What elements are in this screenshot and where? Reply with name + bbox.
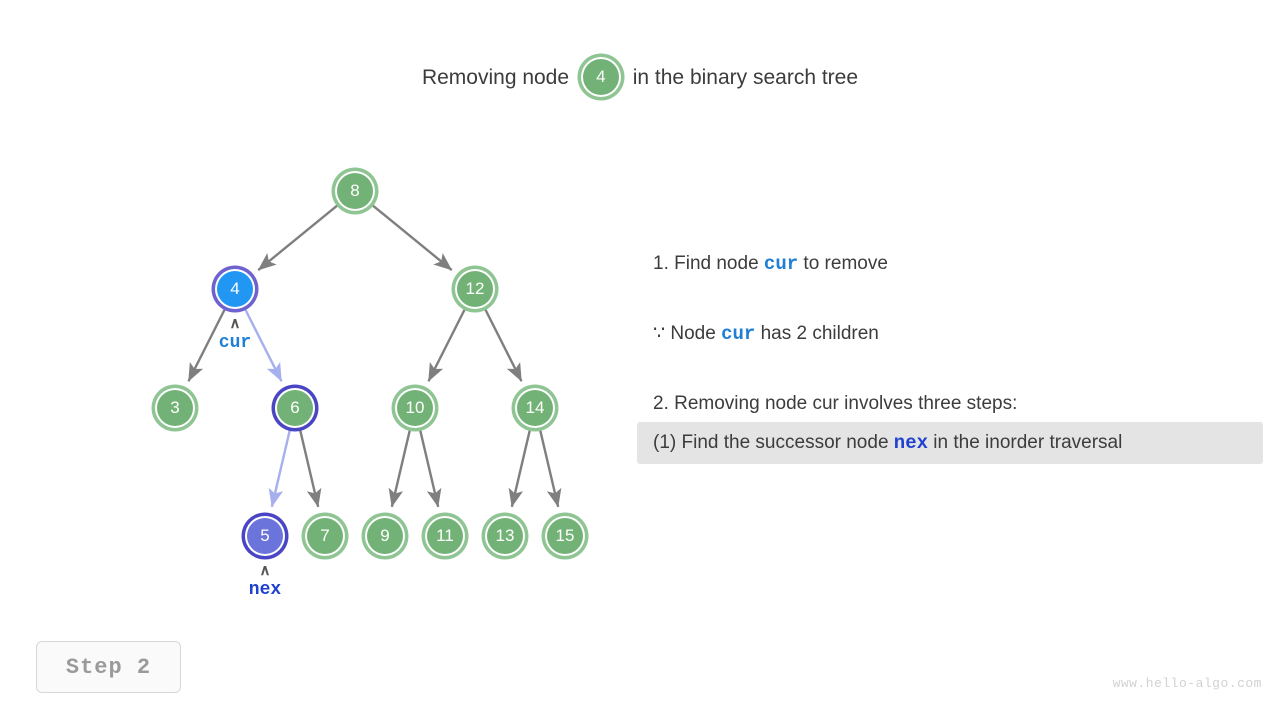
keyword-nex: nex	[893, 432, 929, 454]
tree-node-9[interactable]: 9	[365, 516, 405, 556]
tree-edge	[371, 203, 453, 271]
tree-node-12[interactable]: 12	[455, 269, 495, 309]
tree-edge	[257, 203, 339, 271]
tree-edge	[483, 308, 523, 382]
step-badge: Step 2	[36, 641, 181, 693]
tree-edge	[187, 308, 227, 382]
tree-node-11[interactable]: 11	[425, 516, 465, 556]
explanation-line-1-part-a: 1. Find node	[653, 253, 764, 274]
explanation-line-4-part-a: (1) Find the successor node	[653, 432, 894, 453]
explanation-line-1-part-b: to remove	[798, 253, 888, 274]
tree-edge	[538, 429, 562, 508]
pointer-name-nex: nex	[248, 580, 282, 600]
explanation-line-2-part-b: has 2 children	[755, 323, 879, 344]
explanation-line-2-part-a: ∵ Node	[653, 323, 722, 344]
caret-up-icon: ∧	[229, 315, 241, 332]
tree-node-8[interactable]: 8	[335, 171, 375, 211]
watermark: www.hello-algo.com	[1112, 676, 1262, 691]
caret-up-icon: ∧	[259, 562, 271, 579]
explanation-line-3: 2. Removing node cur involves three step…	[653, 393, 1018, 414]
tree-node-13[interactable]: 13	[485, 516, 525, 556]
explanation-spacer-1	[637, 282, 1263, 316]
pointer-label-nex: ∧nex	[205, 562, 325, 600]
keyword-cur: cur	[763, 253, 799, 275]
tree-edge	[508, 429, 532, 508]
tree-edge	[268, 429, 292, 508]
explanation-line-1: 1. Find node cur to remove	[637, 246, 1263, 282]
explanation-panel: 1. Find node cur to remove ∵ Node cur ha…	[637, 246, 1263, 464]
tree-edge	[388, 429, 412, 508]
keyword-cur: cur	[721, 323, 756, 345]
pointer-name-cur: cur	[218, 333, 252, 353]
tree-node-5[interactable]: 5	[245, 516, 285, 556]
tree-node-7[interactable]: 7	[305, 516, 345, 556]
tree-node-14[interactable]: 14	[515, 388, 555, 428]
explanation-line-4-part-b: in the inorder traversal	[928, 432, 1123, 453]
tree-node-10[interactable]: 10	[395, 388, 435, 428]
tree-node-4[interactable]: 4	[215, 269, 255, 309]
explanation-line-2: ∵ Node cur has 2 children	[637, 316, 1263, 352]
tree-edge	[418, 429, 442, 508]
tree-edges-layer	[187, 203, 562, 508]
tree-node-15[interactable]: 15	[545, 516, 585, 556]
title-suffix: in the binary search tree	[632, 66, 859, 89]
page-title: Removing node 4 in the binary search tre…	[0, 57, 1280, 98]
title-node-badge: 4	[580, 57, 621, 97]
tree-node-6[interactable]: 6	[275, 388, 315, 428]
explanation-line-4-highlighted: (1) Find the successor node nex in the i…	[637, 422, 1263, 464]
tree-edge	[298, 429, 322, 508]
tree-edge	[243, 308, 283, 382]
tree-node-3[interactable]: 3	[155, 388, 195, 428]
title-prefix: Removing node	[421, 66, 570, 89]
tree-edge	[427, 308, 467, 382]
explanation-spacer-2	[637, 352, 1263, 386]
pointer-label-cur: ∧cur	[175, 315, 295, 353]
